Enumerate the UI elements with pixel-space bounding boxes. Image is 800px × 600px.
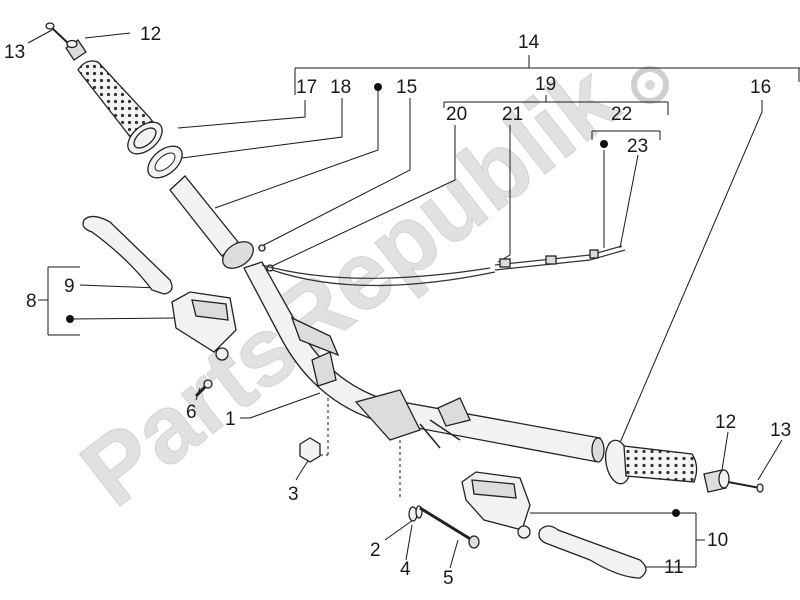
callout-5: 5: [443, 568, 454, 589]
callout-4: 4: [400, 559, 411, 580]
bullet-10: [672, 509, 680, 517]
left-brake-lever: [82, 215, 173, 295]
callout-20: 20: [446, 104, 467, 125]
callout-22: 22: [611, 104, 632, 125]
right-grip: [604, 439, 698, 485]
bolt-5: [419, 506, 480, 549]
callout-6: 6: [186, 402, 197, 423]
callout-16: 16: [750, 77, 771, 98]
handlebar-parts: [45, 22, 764, 579]
left-grip: [77, 60, 163, 155]
callout-3: 3: [288, 484, 299, 505]
callout-8: 8: [26, 291, 37, 312]
callout-12-top: 12: [140, 24, 161, 45]
bullet-23: [600, 140, 608, 148]
throttle-sleeve: [169, 175, 274, 272]
callout-19: 19: [535, 74, 556, 95]
callout-1: 1: [225, 409, 236, 430]
bullet-14: [374, 83, 382, 91]
bar-end-screw-left: [45, 22, 71, 46]
callout-9: 9: [64, 276, 75, 297]
leader-lines: [27, 29, 800, 569]
callout-23: 23: [627, 136, 648, 157]
bar-end-weight-right: [703, 469, 730, 493]
callout-15: 15: [396, 77, 417, 98]
grip-ring: [147, 145, 183, 179]
bar-end-screw-right: [727, 481, 764, 493]
callout-18: 18: [330, 77, 351, 98]
right-brake-lever: [538, 525, 647, 579]
throttle-cables: [261, 245, 626, 287]
screw-6: [194, 379, 213, 398]
handlebar-tube: [243, 261, 605, 463]
callout-21: 21: [502, 104, 523, 125]
left-master-cylinder: [171, 291, 237, 361]
right-master-cylinder: [461, 471, 531, 539]
callout-13-top: 13: [4, 42, 25, 63]
nut-3: [299, 437, 321, 463]
callout-14: 14: [518, 32, 540, 53]
callout-17: 17: [296, 77, 317, 98]
callout-labels: 13 12 14 17 18 15 19 16 20 21 22 23 9 8 …: [4, 24, 791, 589]
bullet-8: [66, 315, 74, 323]
callout-13-right: 13: [770, 420, 791, 441]
watermark-gear-icon: [631, 66, 669, 104]
callout-10: 10: [707, 530, 728, 551]
callout-11: 11: [664, 557, 684, 578]
callout-2: 2: [370, 540, 381, 561]
callout-12-right: 12: [715, 412, 736, 433]
bar-end-weight-left: [65, 39, 87, 61]
